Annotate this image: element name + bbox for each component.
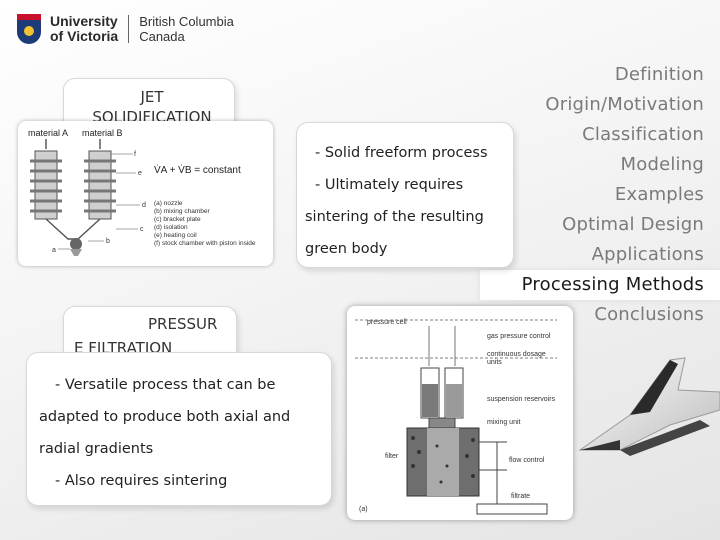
- pressure-bullet-3: radial gradients: [39, 441, 154, 457]
- letter-f: f: [134, 151, 136, 158]
- letter-c: c: [140, 226, 144, 233]
- nav-item-conclusions[interactable]: Conclusions: [594, 304, 704, 325]
- pressure-bullet-2: adapted to produce both axial and: [39, 409, 291, 425]
- jet-bullet-1: - Solid freeform process: [315, 145, 488, 161]
- legend-heating-coil: (e) heating coil: [154, 232, 197, 239]
- nav-item-definition[interactable]: Definition: [614, 64, 704, 85]
- filter-label: filter: [385, 453, 399, 460]
- pressure-description-box: - Versatile process that can be adapted …: [26, 352, 332, 506]
- pressure-cell-label: pressure cell: [367, 319, 407, 326]
- nav-item-modeling[interactable]: Modeling: [620, 154, 704, 175]
- crest-icon: [16, 14, 42, 44]
- constant-flow-equation: V̇A + V̇B = constant: [154, 163, 241, 176]
- legend-isolation: (d) isolation: [154, 224, 188, 231]
- nav-item-applications[interactable]: Applications: [591, 244, 704, 265]
- region-name: British Columbia Canada: [139, 14, 234, 44]
- pressure-filtration-figure: pressure cell gas pressure control conti…: [347, 306, 573, 520]
- flow-control-label: flow control: [509, 457, 545, 464]
- nav-item-examples[interactable]: Examples: [614, 184, 704, 205]
- letter-d: d: [142, 202, 146, 209]
- university-logo: University of Victoria British Columbia …: [16, 14, 234, 44]
- legend-stock-chamber: (f) stock chamber with piston inside: [154, 240, 256, 247]
- mixing-unit-label: mixing unit: [487, 419, 521, 426]
- material-b-label: material B: [82, 128, 123, 138]
- space-shuttle-image: [578, 357, 720, 456]
- nav-item-optimal-design[interactable]: Optimal Design: [562, 214, 704, 235]
- jet-bullet-3: sintering of the resulting: [305, 209, 484, 225]
- section-nav: Definition Origin/Motivation Classificat…: [480, 60, 720, 330]
- panel-label: (a): [359, 506, 368, 513]
- jet-bullet-2: - Ultimately requires: [315, 177, 464, 193]
- letter-e: e: [138, 170, 142, 177]
- jet-description-box: - Solid freeform process - Ultimately re…: [296, 122, 514, 268]
- filtrate-label: filtrate: [511, 493, 530, 500]
- nav-item-classification[interactable]: Classification: [582, 124, 704, 145]
- jet-bullet-4: green body: [305, 241, 388, 257]
- pressure-bullet-4: - Also requires sintering: [55, 473, 228, 489]
- university-name: University of Victoria: [50, 13, 119, 44]
- legend-bracket-plate: (c) bracket plate: [154, 216, 201, 223]
- logo-divider: [128, 15, 130, 43]
- legend-mixing-chamber: (b) mixing chamber: [154, 208, 210, 215]
- pressure-bullet-1: - Versatile process that can be: [55, 377, 276, 393]
- dosage-label: continuous dosage: [487, 351, 546, 358]
- material-a-label: material A: [28, 128, 68, 138]
- gas-pressure-label: gas pressure control: [487, 333, 551, 340]
- legend-nozzle: (a) nozzle: [154, 200, 183, 207]
- letter-b: b: [106, 238, 110, 245]
- reservoirs-label: suspension reservoirs: [487, 396, 556, 403]
- nav-item-processing-methods[interactable]: Processing Methods: [480, 270, 720, 300]
- nav-item-origin-motivation[interactable]: Origin/Motivation: [545, 94, 704, 115]
- letter-a: a: [52, 247, 56, 254]
- jet-solidification-figure: material A material B f e d c b a V̇A + …: [18, 121, 273, 266]
- dosage-units-label: units: [487, 359, 502, 366]
